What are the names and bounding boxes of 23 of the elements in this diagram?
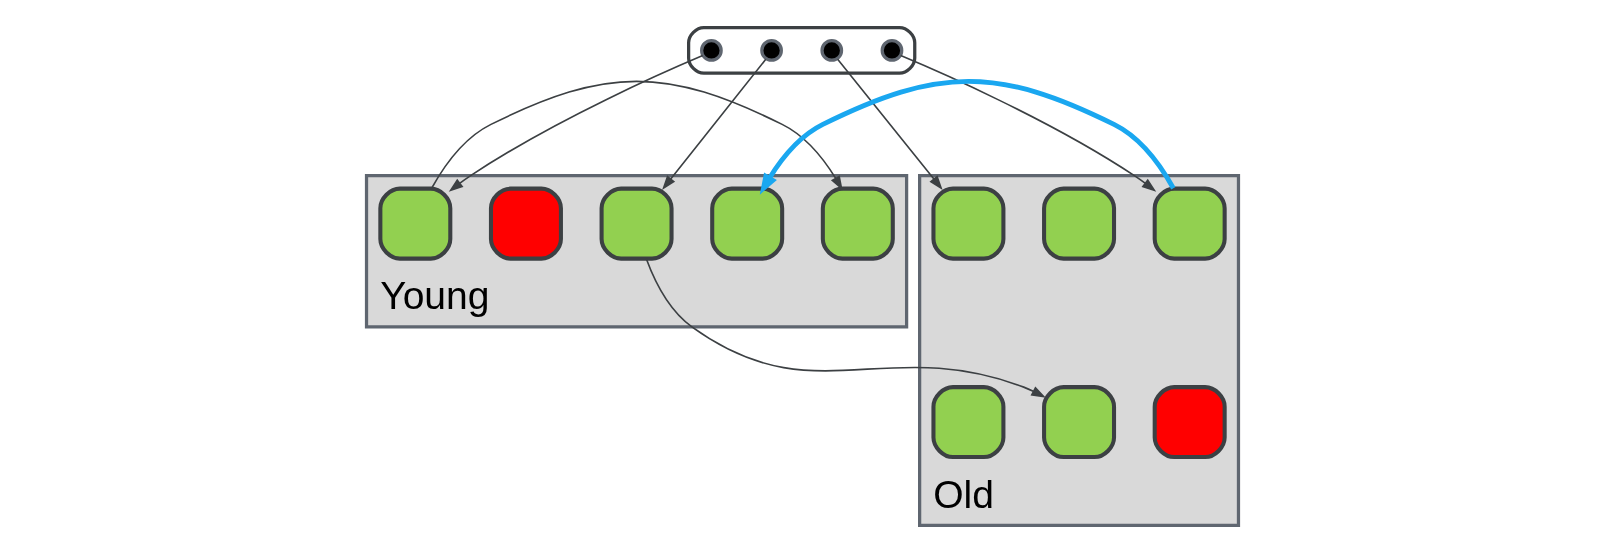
arrow [448,54,703,192]
node-box [488,186,563,261]
arrow [430,80,843,191]
node-circle [699,39,723,62]
node-box [1041,385,1116,460]
node-box [930,385,1005,460]
arrow [645,258,1046,398]
node-box [709,186,784,261]
node-circle [759,39,783,62]
cluster [686,25,916,75]
arrow [836,58,943,190]
arrow [661,58,767,190]
node-box [1152,385,1227,460]
node-box [1041,186,1116,261]
node-circle [880,39,903,62]
arrow [899,54,1156,192]
node-box [599,186,674,261]
node-box [1152,186,1227,261]
node-box [820,186,895,261]
node-box [930,186,1005,261]
node-circle [819,39,843,62]
node-box [377,186,452,261]
arrow [759,79,1175,195]
